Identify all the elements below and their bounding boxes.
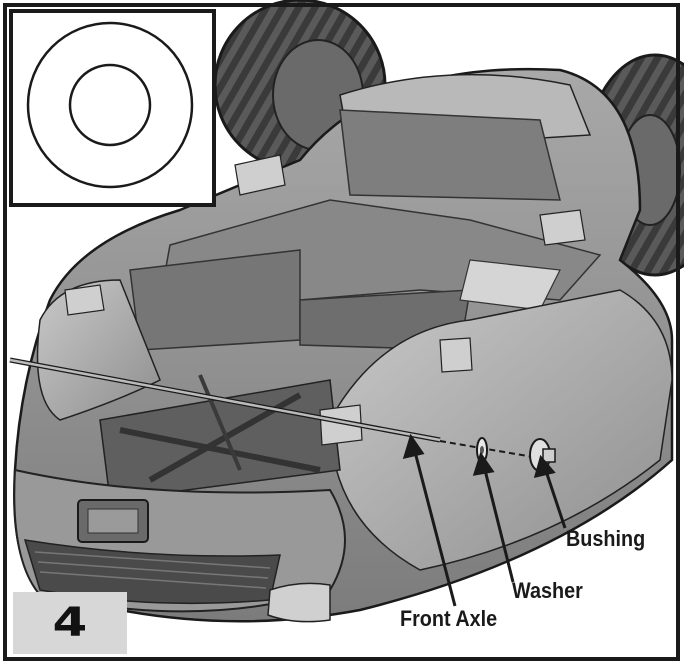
inset-panel bbox=[9, 9, 216, 207]
step-number-badge: 4 bbox=[13, 592, 127, 654]
front-axle-label: Front Axle bbox=[400, 606, 498, 631]
callout-arrows bbox=[402, 433, 567, 607]
diagram-border bbox=[3, 3, 680, 661]
step-number: 4 bbox=[52, 600, 88, 646]
assembly-path-line bbox=[439, 440, 546, 460]
bushing-label: Bushing bbox=[566, 526, 646, 551]
washer-label: Washer bbox=[512, 578, 583, 603]
front-axle bbox=[9, 357, 441, 443]
washer-ring-icon bbox=[26, 21, 194, 189]
vehicle-chassis bbox=[13, 67, 674, 623]
